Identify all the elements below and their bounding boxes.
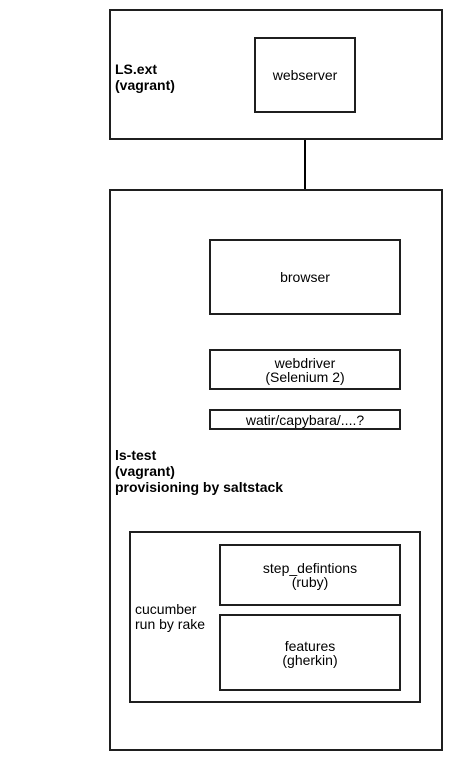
cucumber-label-line-1: cucumber xyxy=(135,601,197,617)
watir-capybara-label: watir/capybara/....? xyxy=(245,411,365,428)
connector-webserver-browser xyxy=(304,112,306,240)
ls-test-label-line-1: ls-test xyxy=(115,447,157,463)
step-definitions-node: step_defintions (ruby) xyxy=(219,544,401,606)
step-definitions-label-line-2: (ruby) xyxy=(291,574,329,590)
ls-test-label: ls-test (vagrant) provisioning by saltst… xyxy=(115,447,283,495)
watir-capybara-node: watir/capybara/....? xyxy=(209,409,401,430)
webdriver-node: webdriver (Selenium 2) xyxy=(209,349,401,390)
ls-ext-label-line-2: (vagrant) xyxy=(115,77,175,93)
webdriver-label-line-1: webdriver xyxy=(274,354,336,371)
step-definitions-label-line-1: step_defintions xyxy=(262,560,358,576)
cucumber-label: cucumber run by rake xyxy=(135,602,205,632)
webserver-node: webserver xyxy=(254,37,356,113)
ls-test-label-line-3: provisioning by saltstack xyxy=(115,479,284,495)
features-label-line-1: features xyxy=(284,637,336,654)
ls-test-label-line-2: (vagrant) xyxy=(115,463,175,479)
cucumber-label-line-2: run by rake xyxy=(135,616,206,632)
ls-ext-label: LS.ext (vagrant) xyxy=(115,61,175,93)
browser-node: browser xyxy=(209,239,401,315)
webserver-label: webserver xyxy=(272,67,338,83)
ls-ext-label-line-1: LS.ext xyxy=(115,61,158,77)
webdriver-label-line-2: (Selenium 2) xyxy=(265,368,345,385)
features-label-line-2: (gherkin) xyxy=(282,651,338,668)
ls-ext-container xyxy=(109,9,443,140)
browser-label: browser xyxy=(280,269,330,285)
features-node: features (gherkin) xyxy=(219,614,401,691)
